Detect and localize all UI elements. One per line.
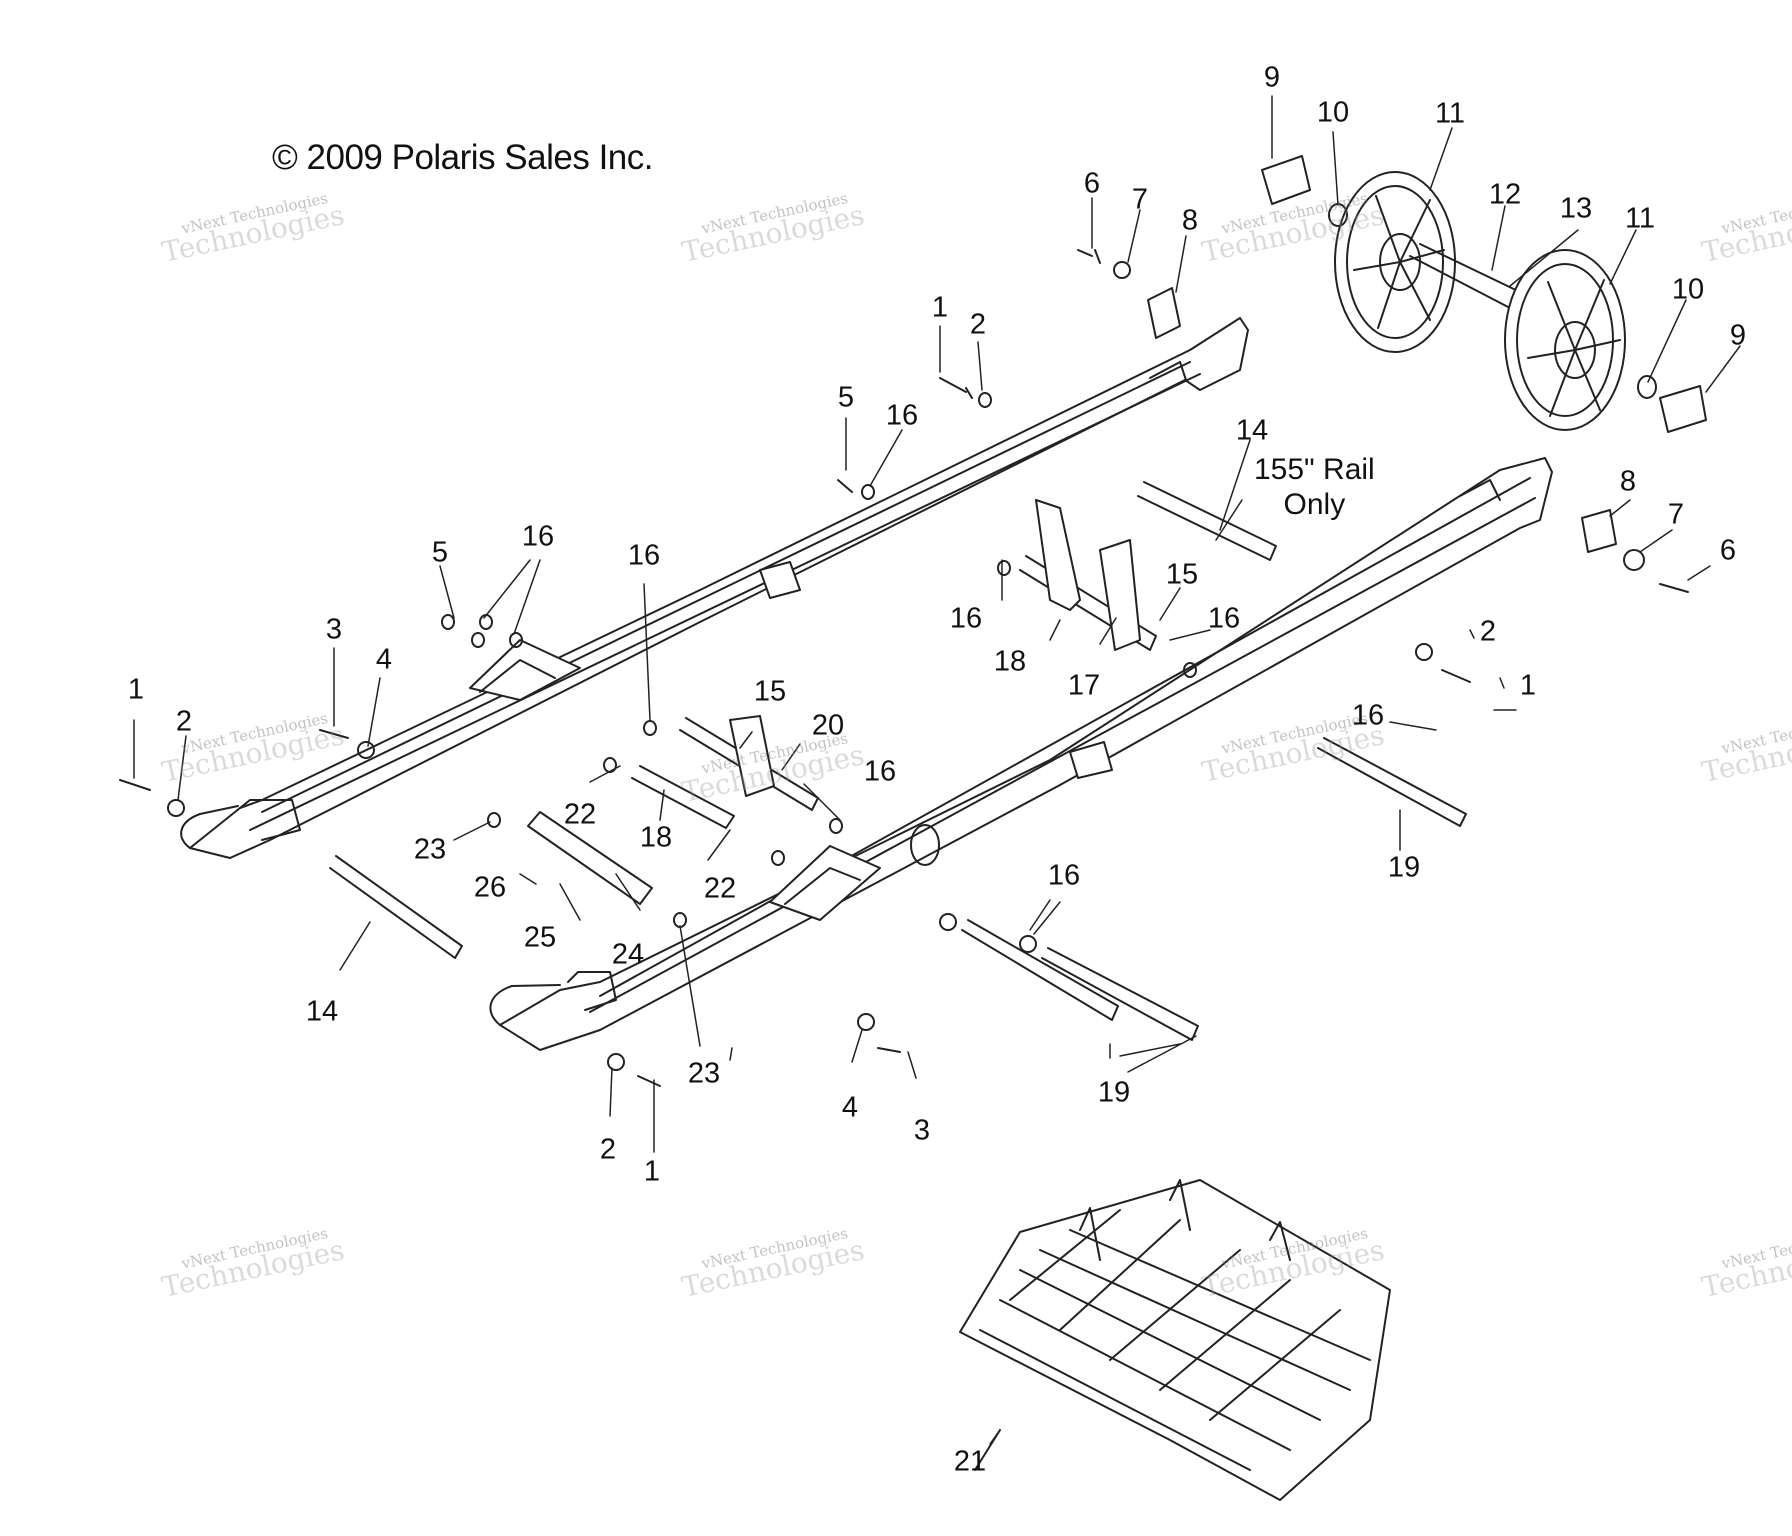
callout-14: 14 [1235,414,1269,447]
callout-23: 23 [687,1057,721,1090]
callout-25: 25 [523,921,557,954]
callout-7: 7 [1131,183,1149,216]
callout-9: 9 [1729,319,1747,352]
callout-18: 18 [639,821,673,854]
callout-11: 11 [1434,97,1466,130]
center-brackets [729,499,1141,797]
callout-10: 10 [1316,96,1350,129]
callout-1: 1 [127,673,145,706]
callout-16: 16 [521,520,555,553]
callout-5: 5 [837,381,855,414]
callout-7: 7 [1667,498,1685,531]
callout-23: 23 [413,833,447,866]
callout-1: 1 [1519,669,1537,702]
callout-26: 26 [473,871,507,904]
callout-9: 9 [1263,61,1281,94]
callout-12: 12 [1488,178,1522,211]
callout-16: 16 [949,602,983,635]
leader-lines [133,95,1741,1445]
callout-2: 2 [175,705,193,738]
track-section [959,1179,1391,1501]
callout-1: 1 [931,291,949,324]
callout-15: 15 [753,675,787,708]
callout-1: 1 [643,1155,661,1188]
callout-4: 4 [841,1091,859,1124]
right-rail [489,457,1553,1051]
callout-3: 3 [325,613,343,646]
callout-2: 2 [599,1133,617,1166]
callout-22: 22 [563,798,597,831]
callout-16: 16 [627,539,661,572]
callout-10: 10 [1671,273,1705,306]
rail-note-line2: Only [1283,488,1346,521]
callout-21: 21 [953,1445,987,1478]
callout-19: 19 [1097,1076,1131,1109]
callout-8: 8 [1181,204,1199,237]
hardware [119,249,1689,1087]
callout-20: 20 [811,709,845,742]
left-rail [180,317,1249,859]
callout-18: 18 [993,645,1027,678]
rail-note: 155" Rail Only [1254,452,1375,522]
callout-16: 16 [885,399,919,432]
callout-11: 11 [1624,202,1656,235]
callout-5: 5 [431,536,449,569]
callout-17: 17 [1067,669,1101,702]
callout-22: 22 [703,872,737,905]
callout-16: 16 [1351,699,1385,732]
callout-6: 6 [1083,167,1101,200]
callout-6: 6 [1719,534,1737,567]
callout-16: 16 [1047,859,1081,892]
callout-2: 2 [1479,615,1497,648]
callout-24: 24 [611,938,645,971]
callout-19: 19 [1387,851,1421,884]
callout-13: 13 [1559,192,1593,225]
rail-note-line1: 155" Rail [1254,453,1375,486]
callout-16: 16 [1207,602,1241,635]
callout-14: 14 [305,995,339,1028]
idler-wheel-assembly [1261,155,1707,433]
copyright-notice: © 2009 Polaris Sales Inc. [272,138,654,177]
callout-15: 15 [1165,558,1199,591]
callout-4: 4 [375,643,393,676]
callout-3: 3 [913,1114,931,1147]
callout-2: 2 [969,308,987,341]
callout-16: 16 [863,755,897,788]
callout-8: 8 [1619,465,1637,498]
cross-shafts [329,481,1467,1041]
